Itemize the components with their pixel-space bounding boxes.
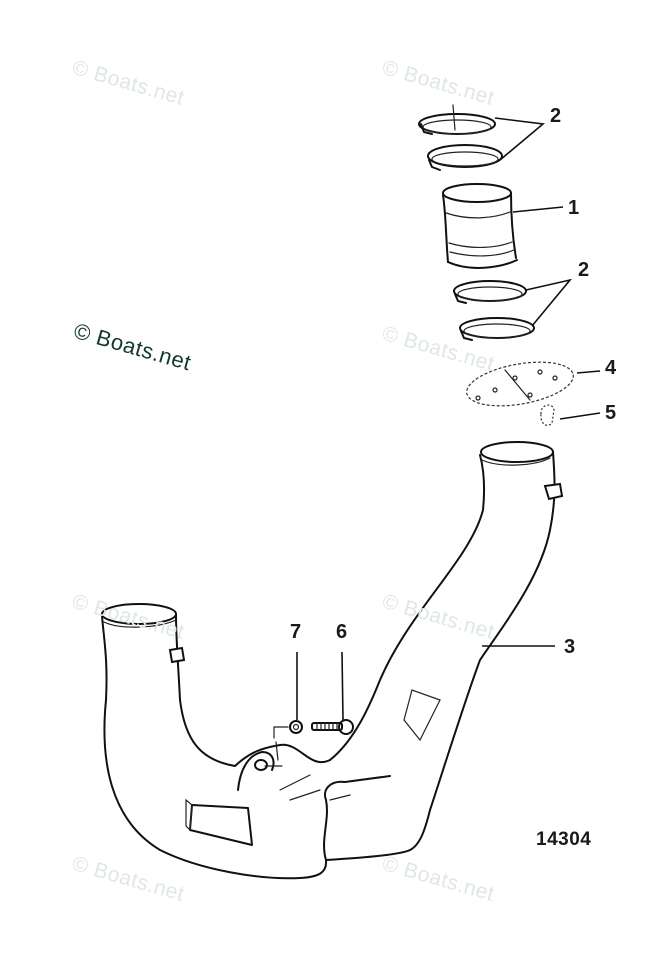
screw-alignment-line bbox=[264, 726, 289, 767]
screw bbox=[311, 719, 354, 735]
exhaust-pipe bbox=[101, 441, 564, 880]
leader-lines bbox=[296, 117, 601, 721]
callout-3: 3 bbox=[564, 636, 576, 658]
washer bbox=[289, 720, 303, 734]
hose-clamp-top-1 bbox=[418, 104, 496, 135]
callout-7: 7 bbox=[290, 621, 302, 643]
gasket bbox=[466, 361, 574, 407]
callout-2-bottom: 2 bbox=[578, 259, 590, 281]
callout-4: 4 bbox=[605, 357, 617, 379]
callout-6: 6 bbox=[336, 621, 348, 643]
hose-sleeve bbox=[442, 183, 518, 269]
plug bbox=[540, 404, 555, 426]
hose-clamp-bottom-1 bbox=[453, 280, 527, 304]
callout-1: 1 bbox=[568, 197, 580, 219]
callout-5: 5 bbox=[605, 402, 617, 424]
callout-2-top: 2 bbox=[550, 105, 562, 127]
figure-number: 14304 bbox=[536, 829, 592, 850]
hose-clamp-bottom-2 bbox=[459, 317, 535, 341]
hose-clamp-top-2 bbox=[427, 144, 503, 171]
